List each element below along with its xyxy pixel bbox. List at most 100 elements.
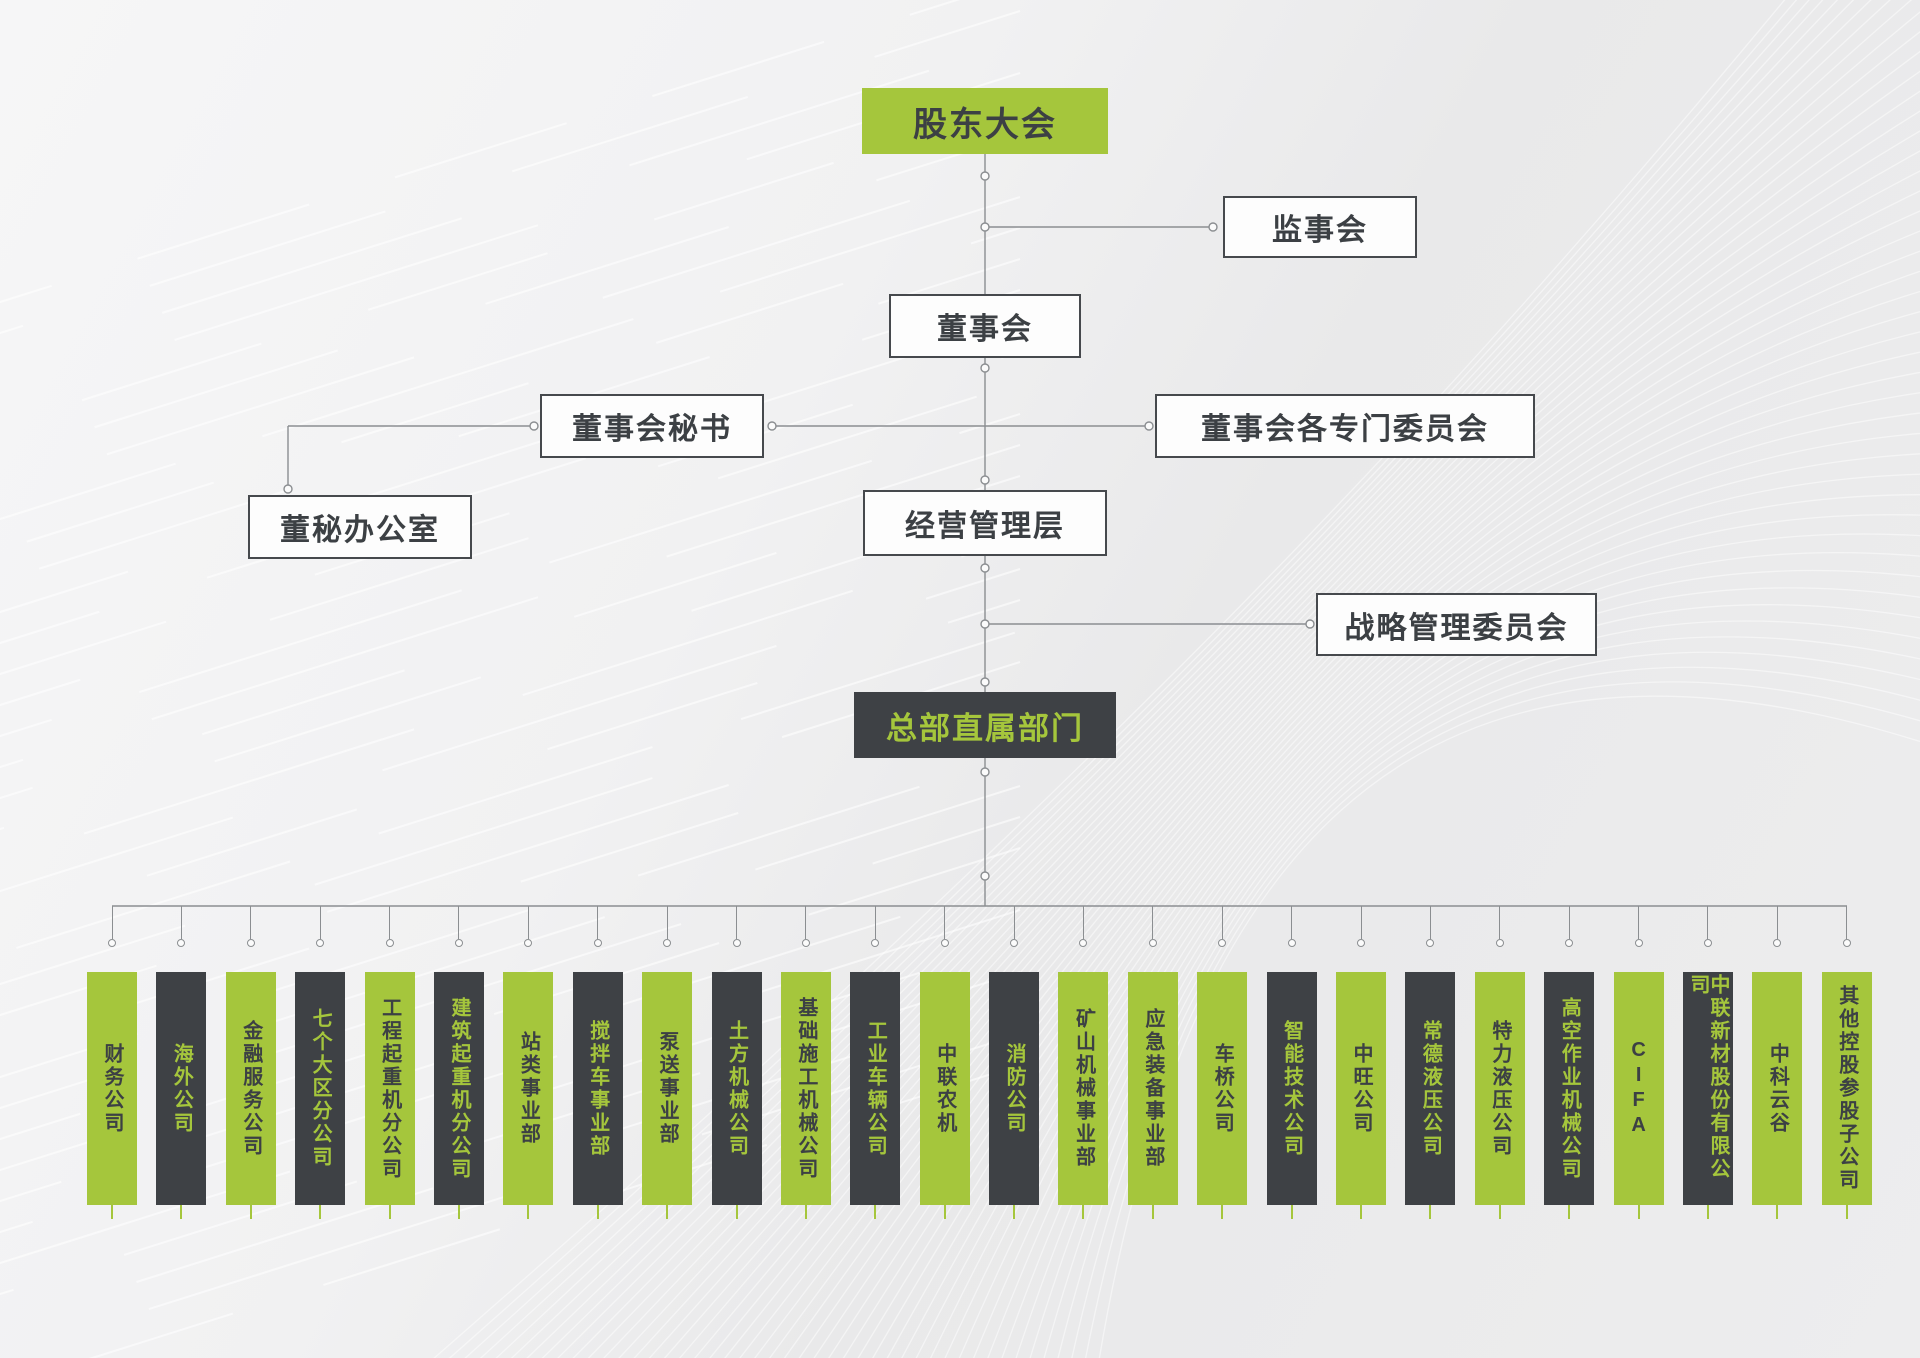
connector-dot (1842, 939, 1851, 947)
connector-tick (666, 906, 668, 939)
subsidiary-stem (874, 1205, 877, 1219)
subsidiary-box: 建筑起重机分公司 (433, 972, 484, 1205)
connector-tick (1360, 906, 1362, 939)
connector-dot (663, 939, 672, 947)
connector-dot (454, 939, 463, 947)
subsidiary-stem (596, 1205, 599, 1219)
subsidiary-label: 其他控股参股子公司 (1835, 985, 1858, 1192)
subsidiary-box: 中科云谷 (1752, 972, 1803, 1205)
subsidiary-box: 工程起重机分公司 (364, 972, 415, 1205)
subsidiary-item: 中联农机 (919, 906, 970, 1219)
connector-dot (108, 939, 116, 947)
subsidiary-stem (111, 1205, 113, 1219)
connector-dot (871, 939, 880, 947)
subsidiary-item: 基础施工机械公司 (780, 906, 831, 1219)
connector-dot (316, 939, 325, 947)
connector-tick (805, 906, 807, 939)
subsidiary-box: 应急装备事业部 (1127, 972, 1178, 1205)
subsidiary-label: 工业车辆公司 (864, 1019, 887, 1158)
connector-tick (458, 906, 460, 939)
subsidiary-stem (1221, 1205, 1224, 1219)
connector-tick (1568, 906, 1570, 939)
subsidiary-box: 中联农机 (919, 972, 970, 1205)
subsidiary-stem (180, 1205, 183, 1219)
connector-lines (112, 154, 1847, 907)
connector-dot (1773, 939, 1782, 947)
subsidiary-stem (249, 1205, 252, 1219)
node-strategy-committee: 战略管理委员会 (1316, 593, 1597, 656)
subsidiary-stem (1082, 1205, 1085, 1219)
connector-dot (177, 939, 186, 947)
connector-tick (1291, 906, 1293, 939)
subsidiary-item: 车桥公司 (1197, 906, 1248, 1219)
subsidiary-item: 海外公司 (156, 906, 207, 1219)
subsidiary-label: 建筑起重机分公司 (447, 996, 470, 1181)
connector-dot (1357, 939, 1366, 947)
subsidiary-item: 金融服务公司 (225, 906, 276, 1219)
subsidiary-label: 泵送事业部 (656, 1031, 679, 1146)
subsidiary-box: 高空作业机械公司 (1544, 972, 1595, 1205)
connector-dot (1218, 939, 1227, 947)
connector-tick (1846, 906, 1848, 939)
subsidiary-label: 七个大区分公司 (309, 1008, 332, 1169)
subsidiary-label: 金融服务公司 (239, 1019, 262, 1158)
subsidiary-box: 矿山机械事业部 (1058, 972, 1109, 1205)
subsidiary-label: 中旺公司 (1350, 1042, 1373, 1135)
subsidiary-label: 矿山机械事业部 (1072, 1008, 1095, 1169)
node-secretary-office: 董秘办公室 (248, 495, 472, 559)
node-board-of-directors: 董事会 (889, 294, 1081, 358)
subsidiary-box: 车桥公司 (1197, 972, 1248, 1205)
subsidiary-box: 其他控股参股子公司 (1821, 972, 1872, 1205)
subsidiary-item: 中科云谷 (1752, 906, 1803, 1219)
subsidiary-item: 工业车辆公司 (850, 906, 901, 1219)
subsidiary-stem (943, 1205, 946, 1219)
subsidiary-box: 工业车辆公司 (850, 972, 901, 1205)
subsidiary-label: 常德液压公司 (1419, 1019, 1442, 1158)
subsidiary-label: CIFA (1627, 1038, 1650, 1139)
connector-tick (1707, 906, 1709, 939)
connector-dot (524, 939, 533, 947)
connector-tick (1152, 906, 1154, 939)
subsidiary-box: 消防公司 (989, 972, 1040, 1205)
node-hq-departments: 总部直属部门 (854, 692, 1116, 758)
subsidiary-label: 消防公司 (1003, 1042, 1026, 1135)
subsidiary-label: 土方机械公司 (725, 1019, 748, 1158)
subsidiary-item: 七个大区分公司 (295, 906, 346, 1219)
subsidiary-item: 常德液压公司 (1405, 906, 1456, 1219)
subsidiary-stem (1498, 1205, 1501, 1219)
connector-tick (736, 906, 738, 939)
subsidiary-box: 常德液压公司 (1405, 972, 1456, 1205)
connector-dot (1565, 939, 1574, 947)
connector-tick (944, 906, 946, 939)
connector-dot (1148, 939, 1157, 947)
connector-junction-dots (283, 171, 1315, 881)
subsidiary-label: 中联农机 (933, 1042, 956, 1135)
connector-tick (1776, 906, 1778, 939)
subsidiary-item: 消防公司 (989, 906, 1040, 1219)
connector-dot (385, 939, 394, 947)
subsidiary-box: 特力液压公司 (1474, 972, 1525, 1205)
connector-dot (940, 939, 949, 947)
subsidiary-box: 中旺公司 (1336, 972, 1387, 1205)
subsidiary-label: 搅拌车事业部 (586, 1019, 609, 1158)
subsidiary-item: 中旺公司 (1336, 906, 1387, 1219)
subsidiary-item: 泵送事业部 (642, 906, 693, 1219)
subsidiary-box: 七个大区分公司 (295, 972, 346, 1205)
subsidiary-stem (527, 1205, 530, 1219)
subsidiary-stem (1013, 1205, 1016, 1219)
subsidiary-box: 土方机械公司 (711, 972, 762, 1205)
node-board-committees: 董事会各专门委员会 (1155, 394, 1535, 458)
subsidiary-box: 站类事业部 (503, 972, 554, 1205)
connector-dot (1495, 939, 1504, 947)
subsidiary-box: 搅拌车事业部 (572, 972, 623, 1205)
node-supervisory-board: 监事会 (1223, 196, 1417, 258)
subsidiary-stem (666, 1205, 669, 1219)
subsidiary-stem (1360, 1205, 1363, 1219)
subsidiary-item: 土方机械公司 (711, 906, 762, 1219)
node-shareholders-meeting: 股东大会 (862, 88, 1108, 154)
connector-dot (1287, 939, 1296, 947)
connector-tick (1013, 906, 1015, 939)
connector-tick (527, 906, 529, 939)
subsidiary-item: 建筑起重机分公司 (433, 906, 484, 1219)
